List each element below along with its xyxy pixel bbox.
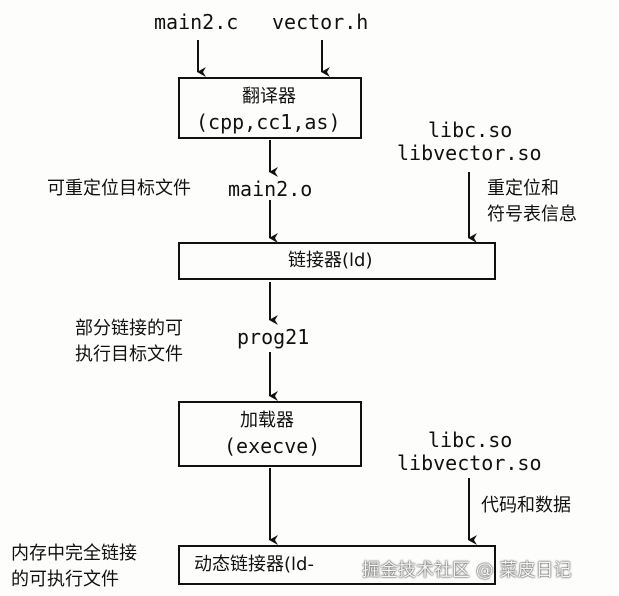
object-file-main2o: main2.o (228, 177, 313, 201)
linker-box (178, 242, 496, 280)
translator-label: 翻译器 (242, 86, 296, 107)
full-label-line2: 的可执行文件 (11, 569, 119, 590)
translator-tools: (cpp,cc1,as) (196, 110, 341, 134)
header-file-vectorh: vector.h (272, 10, 369, 34)
dynamic-linker-box (178, 545, 496, 585)
linker-label: 链接器(ld) (288, 250, 373, 271)
full-label-line1: 内存中完全链接 (11, 543, 137, 564)
lib-libvector: libvector.so (397, 141, 542, 165)
loader-label: 加载器 (240, 410, 294, 431)
dynamic-linker-label: 动态链接器(ld- (194, 554, 314, 575)
dyn-lib-libvector: libvector.so (397, 451, 542, 475)
relocatable-label: 可重定位目标文件 (47, 178, 191, 199)
partial-label-line2: 执行目标文件 (75, 344, 183, 365)
executable-prog21: prog21 (237, 325, 310, 349)
lib-libc: libc.so (428, 118, 513, 142)
translator-box (178, 77, 362, 139)
partial-label-line1: 部分链接的可 (75, 318, 183, 339)
loader-box (178, 401, 362, 467)
reloc-info-line2: 符号表信息 (487, 204, 577, 225)
reloc-info-line1: 重定位和 (487, 178, 559, 199)
dyn-lib-libc: libc.so (428, 428, 513, 452)
source-file-main2c: main2.c (154, 10, 239, 34)
watermark-text: 掘金技术社区 @ 菜皮日记 (362, 560, 572, 581)
loader-tool: (execve) (224, 434, 321, 458)
code-data-label: 代码和数据 (481, 495, 571, 516)
